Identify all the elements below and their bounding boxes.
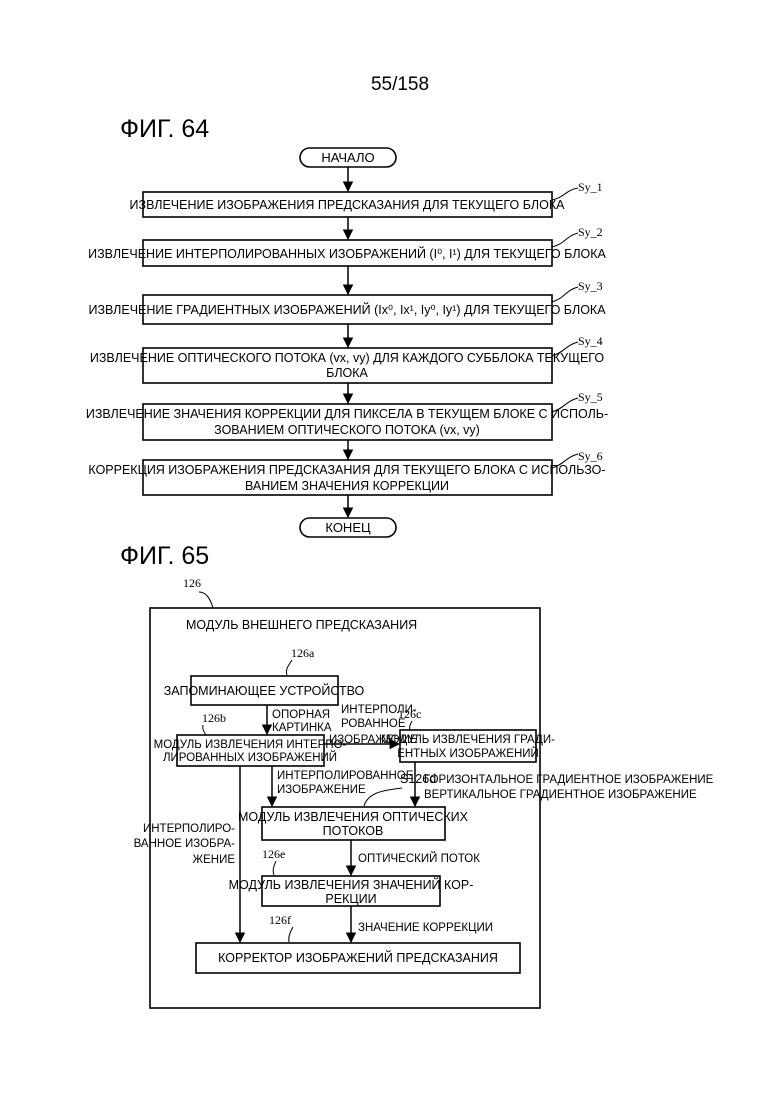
step-5-line-1: ИЗВЛЕЧЕНИЕ ЗНАЧЕНИЯ КОРРЕКЦИИ ДЛЯ ПИКСЕЛ… — [86, 407, 608, 421]
interp-line-2: ЛИРОВАННЫХ ИЗОБРАЖЕНИЙ — [163, 751, 337, 764]
grad-images-line-2: ВЕРТИКАЛЬНОЕ ГРАДИЕНТНОЕ ИЗОБРАЖЕНИЕ — [424, 789, 697, 801]
start-label: НАЧАЛО — [321, 150, 374, 165]
interp-line-1: МОДУЛЬ ИЗВЛЕЧЕНИЯ ИНТЕРПО- — [154, 739, 347, 751]
memory-ref: 126a — [291, 646, 315, 660]
flow-line-2: ПОТОКОВ — [323, 824, 384, 838]
step-3-id: Sy_3 — [578, 279, 603, 293]
fig64-title: ФИГ. 64 — [120, 115, 209, 143]
step-6-line-2: ВАНИЕМ ЗНАЧЕНИЯ КОРРЕКЦИИ — [245, 479, 449, 493]
step-6-line-1: КОРРЕКЦИЯ ИЗОБРАЖЕНИЯ ПРЕДСКАЗАНИЯ ДЛЯ Т… — [88, 463, 605, 477]
fig64-step-1: ИЗВЛЕЧЕНИЕ ИЗОБРАЖЕНИЯ ПРЕДСКАЗАНИЯ ДЛЯ … — [130, 180, 603, 217]
step-5-line-2: ЗОВАНИЕМ ОПТИЧЕСКОГО ПОТОКА (vx, vy) — [214, 423, 480, 437]
correction-ref: 126e — [262, 847, 285, 861]
fig64-end-terminator: КОНЕЦ — [300, 518, 396, 537]
label-reference-picture: ОПОРНАЯ КАРТИНКА — [272, 709, 332, 734]
end-label: КОНЕЦ — [325, 520, 371, 535]
fig64-step-5: ИЗВЛЕЧЕНИЕ ЗНАЧЕНИЯ КОРРЕКЦИИ ДЛЯ ПИКСЕЛ… — [86, 390, 608, 440]
fig64-step-6: КОРРЕКЦИЯ ИЗОБРАЖЕНИЯ ПРЕДСКАЗАНИЯ ДЛЯ Т… — [88, 449, 605, 495]
memory-text: ЗАПОМИНАЮЩЕЕ УСТРОЙСТВО — [164, 683, 365, 698]
interp-grad-line-1: ИНТЕРПОЛИ- — [341, 704, 417, 716]
label-interpolated-to-gradient: ИНТЕРПОЛИ- РОВАННОЕ ИЗОБРАЖЕНИЕ — [329, 704, 418, 746]
correction-line-1: МОДУЛЬ ИЗВЛЕЧЕНИЯ ЗНАЧЕНИЙ КОР- — [229, 877, 474, 892]
label-correction-value: ЗНАЧЕНИЕ КОРРЕКЦИИ — [358, 922, 493, 934]
step-1-text: ИЗВЛЕЧЕНИЕ ИЗОБРАЖЕНИЯ ПРЕДСКАЗАНИЯ ДЛЯ … — [130, 198, 566, 212]
interp-corr-line-2: ВАННОЕ ИЗОБРА- — [134, 838, 236, 850]
step-4-line-2: БЛОКА — [326, 366, 368, 380]
corrector-ref: 126f — [269, 913, 291, 927]
step-4-line-1: ИЗВЛЕЧЕНИЕ ОПТИЧЕСКОГО ПОТОКА (vx, vy) Д… — [90, 351, 604, 365]
step-5-id: Sy_5 — [578, 390, 603, 404]
step-4-id: Sy_4 — [578, 334, 603, 348]
interp-corr-line-3: ЖЕНИЕ — [192, 854, 235, 866]
interp-ref: 126b — [202, 711, 226, 725]
fig64-step-4: ИЗВЛЕЧЕНИЕ ОПТИЧЕСКОГО ПОТОКА (vx, vy) Д… — [90, 334, 604, 383]
step-2-id: Sy_2 — [578, 225, 603, 239]
interp-flow-line-1: ИНТЕРПОЛИРОВАННОЕ — [277, 770, 414, 782]
corrector-text: КОРРЕКТОР ИЗОБРАЖЕНИЙ ПРЕДСКАЗАНИЯ — [218, 950, 498, 965]
correction-line-2: РЕКЦИИ — [325, 892, 376, 906]
step-3-text: ИЗВЛЕЧЕНИЕ ГРАДИЕНТНЫХ ИЗОБРАЖЕНИЙ (Ix⁰,… — [88, 302, 606, 317]
interp-corr-line-1: ИНТЕРПОЛИРО- — [143, 823, 235, 835]
interp-flow-line-2: ИЗОБРАЖЕНИЕ — [277, 784, 366, 796]
flow-line-1: МОДУЛЬ ИЗВЛЕЧЕНИЯ ОПТИЧЕСКИХ — [238, 810, 469, 824]
step-6-id: Sy_6 — [578, 449, 603, 463]
step-1-id: Sy_1 — [578, 180, 603, 194]
interp-grad-line-2: РОВАННОЕ — [341, 718, 406, 730]
module-title: МОДУЛЬ ВНЕШНЕГО ПРЕДСКАЗАНИЯ — [186, 618, 417, 632]
fig64-start-terminator: НАЧАЛО — [300, 148, 396, 167]
fig65-title: ФИГ. 65 — [120, 542, 209, 570]
gradient-line-2: ЕНТНЫХ ИЗОБРАЖЕНИЙ — [397, 747, 539, 760]
ref-pic-line-1: ОПОРНАЯ — [272, 709, 330, 721]
page-number: 55/158 — [371, 74, 429, 95]
label-optical-flow: ОПТИЧЕСКИЙ ПОТОК — [358, 852, 480, 865]
ref-pic-line-2: КАРТИНКА — [272, 722, 332, 734]
step-2-text: ИЗВЛЕЧЕНИЕ ИНТЕРПОЛИРОВАННЫХ ИЗОБРАЖЕНИЙ… — [88, 246, 606, 261]
grad-images-line-1: ГОРИЗОНТАЛЬНОЕ ГРАДИЕНТНОЕ ИЗОБРАЖЕНИЕ — [424, 774, 714, 786]
module-ref: 126 — [183, 576, 201, 590]
